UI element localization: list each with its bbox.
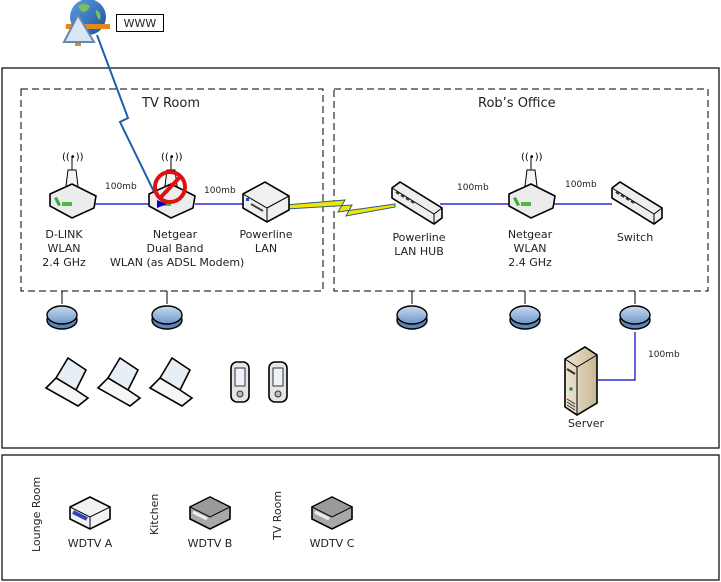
wdtv-c-icon	[310, 496, 354, 530]
device-label-wdtv-b: WDTV B	[187, 537, 233, 550]
media-room-lounge: Lounge Room	[30, 476, 43, 552]
svg-text:((•)): ((•))	[521, 152, 543, 163]
link-switch-server	[598, 332, 636, 381]
svg-text:((•)): ((•))	[62, 152, 84, 163]
wdtv-a-icon	[69, 496, 111, 530]
pda-icon	[268, 361, 288, 403]
server-icon	[564, 346, 598, 416]
wireless-hubs	[46, 291, 651, 330]
room-title-tv-room: TV Room	[142, 96, 200, 111]
www-label: WWW	[116, 14, 164, 32]
wireless-hub-icon	[151, 305, 183, 330]
svg-text:((•)): ((•))	[161, 152, 183, 163]
media-room-tv-room: TV Room	[271, 490, 284, 540]
dlink-router-icon: ((•))	[49, 152, 97, 219]
wireless-hub-icon	[619, 305, 651, 330]
powerline-lan-adapter-icon	[242, 181, 290, 223]
link-speed-label: 100mb	[105, 182, 137, 192]
switch-icon	[611, 181, 663, 225]
powerline-lightning-icon	[284, 199, 396, 217]
internet-globe-icon	[62, 0, 110, 46]
device-label-wdtv-c: WDTV C	[309, 537, 355, 550]
device-label-switch: Switch	[616, 231, 654, 244]
device-label-wdtv-a: WDTV A	[67, 537, 113, 550]
link-speed-label: 100mb	[457, 183, 489, 193]
link-speed-label: 100mb	[565, 180, 597, 190]
wdtv-b-icon	[188, 496, 232, 530]
laptop-icon	[44, 356, 90, 407]
device-label-netgear-wlan: Netgear WLAN 2.4 GHz	[507, 228, 553, 269]
disabled-icon	[153, 170, 187, 204]
device-label-dlink: D-LINK WLAN 2.4 GHz	[42, 228, 86, 269]
device-label-powerline-hub: Powerline LAN HUB	[392, 231, 446, 258]
media-room-kitchen: Kitchen	[148, 493, 161, 535]
wireless-hub-icon	[509, 305, 541, 330]
media-box	[1, 454, 720, 581]
house-network-box	[1, 67, 720, 449]
link-speed-label: 100mb	[648, 350, 680, 360]
tv-room-box	[20, 88, 324, 292]
link-speed-label: 100mb	[204, 186, 236, 196]
wireless-hub-icon	[396, 305, 428, 330]
laptop-icon	[148, 356, 194, 407]
device-label-netgear-dual-band: Netgear Dual Band WLAN (as ADSL Modem)	[110, 228, 245, 269]
powerline-lan-hub-icon	[391, 181, 443, 225]
wireless-hub-icon	[46, 305, 78, 330]
room-title-robs-office: Rob’s Office	[478, 96, 556, 111]
device-label-server: Server	[567, 417, 605, 430]
laptop-icon	[96, 356, 142, 407]
pda-icon	[230, 361, 250, 403]
wan-link	[96, 34, 159, 201]
netgear-wlan-router-icon: ((•))	[508, 152, 556, 219]
device-label-powerline-lan: Powerline LAN	[239, 228, 293, 255]
robs-office-box	[333, 88, 709, 292]
